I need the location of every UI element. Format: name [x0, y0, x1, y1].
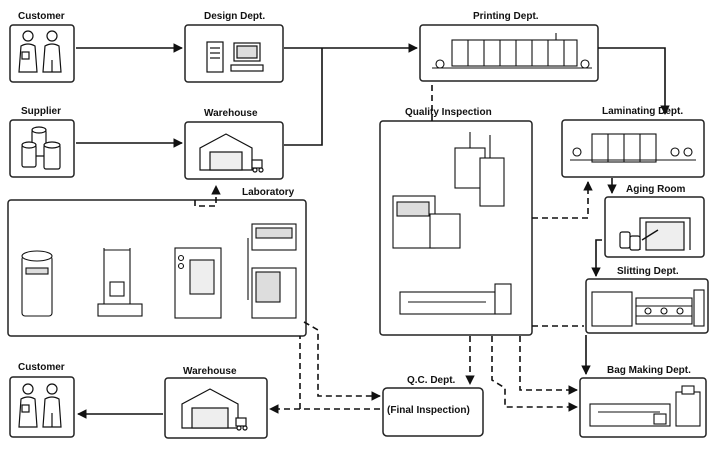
arrow-aging-slitting [591, 239, 602, 277]
dash-qc-bagmaking [519, 336, 578, 395]
bag-making-label: Bag Making Dept. [607, 365, 691, 376]
warehouse-top-label: Warehouse [204, 108, 258, 119]
aging-room-icon [619, 217, 691, 251]
qc-label: Q.C. Dept. [407, 375, 456, 386]
customer-top-box [9, 24, 75, 83]
dash-lab-qc [303, 321, 381, 401]
supplier-label: Supplier [21, 106, 62, 117]
design-label: Design Dept. [204, 11, 266, 22]
quality-label: Quality Inspection [405, 107, 492, 118]
laminating-label: Laminating Dept. [602, 106, 684, 117]
warehouse-top-building-icon [199, 133, 264, 173]
customer-top-label: Customer [18, 11, 65, 22]
customer-bottom-box [9, 376, 75, 438]
printing-label: Printing Dept. [473, 11, 539, 22]
supplier-rolls-icon [21, 126, 61, 170]
customer-bottom-label: Customer [18, 362, 65, 373]
customer-top-people-icon [18, 30, 62, 73]
warehouse-bottom-label: Warehouse [183, 366, 237, 377]
slitting-machine-icon [591, 289, 705, 327]
qc-box [382, 387, 484, 437]
laboratory-instruments-icon [21, 223, 297, 319]
warehouse-bottom-building-icon [181, 388, 248, 431]
aging-label: Aging Room [626, 184, 686, 195]
arrow-printing-laminating [598, 47, 670, 115]
slitting-label: Slitting Dept. [617, 266, 679, 277]
dash-quality-laminating [532, 181, 593, 219]
bag-making-machine-icon [589, 385, 701, 427]
dash-qc-warehouse [299, 336, 380, 410]
final-inspection-label: (Final Inspection) [387, 405, 470, 416]
quality-inspection-machines-icon [392, 132, 512, 315]
laboratory-label: Laboratory [242, 187, 295, 198]
dash-quality-bagmaking [491, 336, 578, 412]
laboratory-box [7, 199, 307, 337]
printing-machine-icon [432, 33, 592, 69]
line-warehouse-to-printing [284, 48, 323, 146]
laminating-machine-icon [570, 133, 696, 163]
dash-lab-warehouse [194, 185, 221, 207]
design-computer-icon [206, 41, 264, 73]
customer-bottom-people-icon [18, 383, 62, 428]
